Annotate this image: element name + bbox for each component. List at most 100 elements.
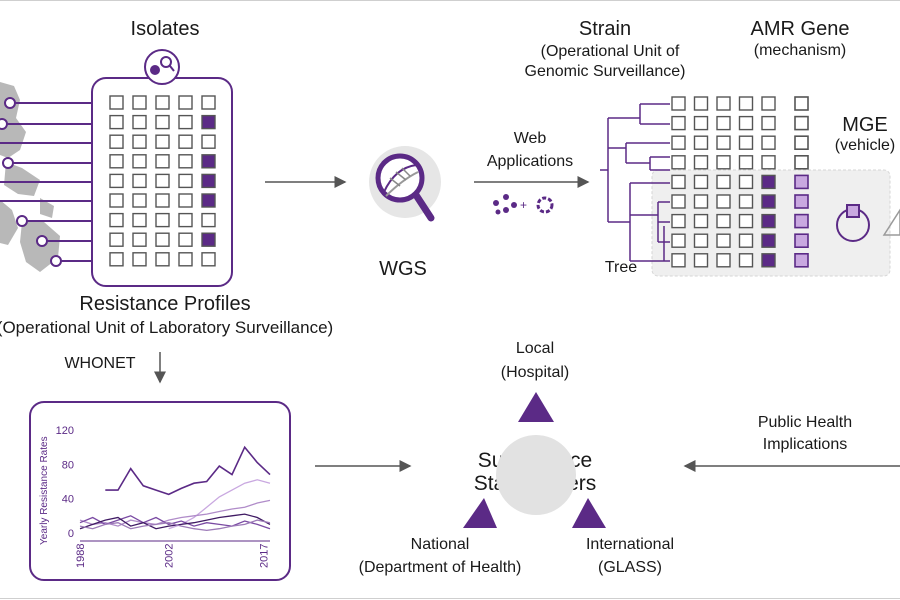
strain-cell (761, 233, 776, 248)
susceptible-cell (178, 193, 193, 208)
susceptible-cell (109, 114, 124, 130)
strain-cell (671, 233, 686, 248)
strain-subtitle-1: (Operational Unit of (540, 43, 680, 60)
resistance-profiles-title: Resistance Profiles (79, 293, 251, 315)
x-tick-label: 2017 (259, 544, 271, 568)
strain-cell (738, 233, 754, 248)
strain-cell (761, 194, 776, 209)
national-triangle (463, 498, 497, 528)
strain-cell (716, 213, 731, 229)
series-line (105, 445, 271, 496)
susceptible-cell (109, 193, 124, 208)
x-tick-label: 1988 (75, 544, 87, 568)
susceptible-cell (109, 154, 124, 169)
strain-cell (716, 135, 731, 150)
amr-gene-title: AMR Gene (750, 18, 850, 40)
mge-title: MGE (842, 114, 888, 136)
susceptible-cell (201, 212, 216, 228)
strain-cell (716, 115, 731, 131)
public-health-label-1: Public Health (757, 414, 853, 431)
strain-cell (716, 174, 731, 190)
strain-cell (761, 253, 776, 268)
susceptible-cell (178, 212, 193, 228)
strain-cell (738, 213, 754, 229)
y-axis-label: Yearly Resistance Rates (39, 436, 50, 545)
y-tick-label: 120 (56, 425, 74, 437)
resistant-cell (201, 114, 216, 130)
national-label-2: (Department of Health) (358, 559, 522, 576)
phylogenetic-tree (600, 103, 670, 262)
susceptible-cell (132, 95, 147, 110)
resistant-cell (201, 232, 216, 247)
susceptible-cell (132, 154, 147, 169)
svg-text:+: + (520, 198, 527, 212)
top-border (0, 0, 900, 1)
susceptible-cell (109, 173, 124, 189)
susceptible-cell (178, 95, 193, 110)
mge-plasmid-icon (836, 204, 900, 242)
x-tick-label: 2002 (164, 544, 176, 568)
strain-cell (761, 155, 776, 170)
susceptible-cell (109, 232, 124, 247)
susceptible-cell (109, 95, 124, 110)
susceptible-cell (109, 134, 124, 149)
susceptible-cell (178, 173, 193, 189)
strain-cell (693, 213, 709, 229)
y-tick-label: 80 (62, 459, 74, 471)
strain-cell (738, 174, 754, 190)
strain-cell (761, 213, 776, 229)
y-tick-label: 0 (68, 528, 74, 540)
resistant-cell (201, 154, 216, 169)
y-tick-label: 40 (62, 494, 74, 506)
international-label-2: (GLASS) (597, 559, 662, 576)
susceptible-cell (178, 252, 193, 267)
strain-cell (738, 115, 754, 131)
amr-gene-cell (794, 115, 809, 131)
strain-cell (671, 115, 686, 131)
strain-cell (716, 194, 731, 209)
strain-cell (693, 135, 709, 150)
strain-cell (671, 213, 686, 229)
strain-cell (671, 174, 686, 190)
susceptible-cell (155, 252, 170, 267)
strain-cell (738, 96, 754, 111)
strain-cell (761, 135, 776, 150)
strain-cell (693, 194, 709, 209)
strain-cell (738, 155, 754, 170)
amr-gene-subtitle: (mechanism) (753, 42, 847, 59)
strain-cell (693, 253, 709, 268)
susceptible-cell (201, 95, 216, 110)
bottom-border (0, 598, 900, 599)
susceptible-cell (132, 114, 147, 130)
amr-gene-cell (794, 96, 809, 111)
strain-cell (693, 233, 709, 248)
web-label: Web (513, 130, 547, 147)
strain-cell (716, 233, 731, 248)
local-triangle (518, 392, 554, 422)
susceptible-cell (178, 114, 193, 130)
strain-title: Strain (578, 18, 632, 40)
susceptible-cell (178, 232, 193, 247)
national-label-1: National (410, 536, 470, 553)
susceptible-cell (178, 154, 193, 169)
web-app-icons: + (493, 194, 554, 215)
amr-gene-cell (794, 213, 809, 229)
series-line (79, 519, 271, 532)
susceptible-cell (178, 134, 193, 149)
philippines-map (0, 82, 60, 272)
susceptible-cell (155, 232, 170, 247)
resistance-profiles-subtitle: (Operational Unit of Laboratory Surveill… (0, 318, 334, 337)
resistant-cell (201, 193, 216, 208)
susceptible-cell (109, 252, 124, 267)
susceptible-cell (132, 134, 147, 149)
wgs-label: WGS (379, 258, 427, 280)
strain-cell (671, 135, 686, 150)
susceptible-cell (155, 134, 170, 149)
susceptible-cell (155, 173, 170, 189)
strain-grid (671, 96, 809, 268)
strain-cell (716, 155, 731, 170)
strain-cell (761, 174, 776, 190)
susceptible-cell (155, 193, 170, 208)
strain-cell (738, 253, 754, 268)
